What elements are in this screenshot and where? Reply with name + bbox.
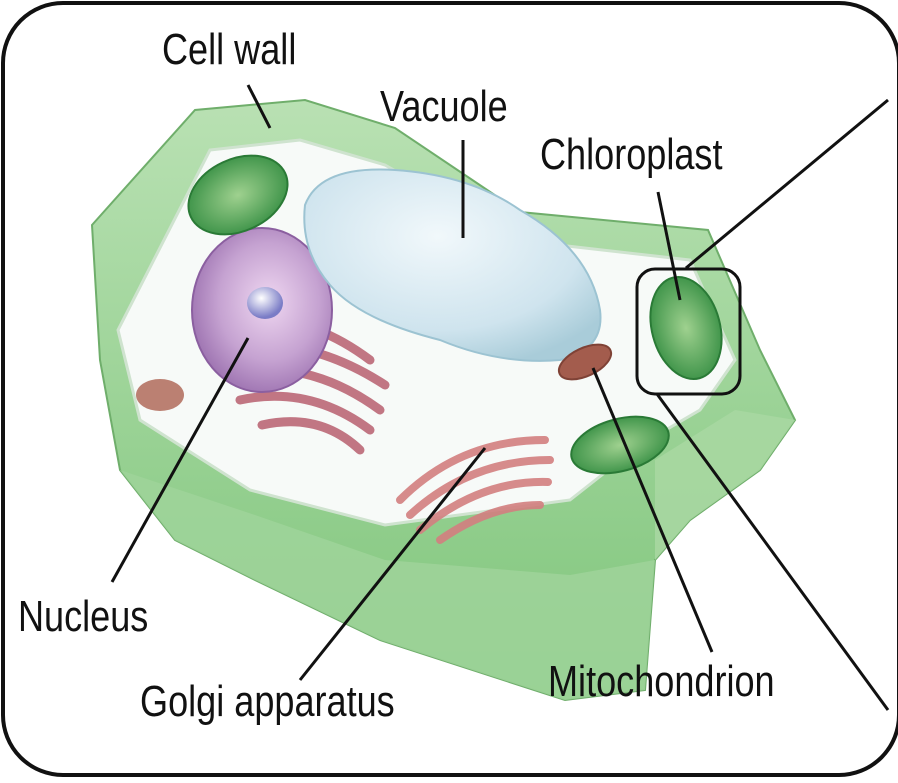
label-nucleus: Nucleus: [18, 595, 148, 639]
label-mitochondrion: Mitochondrion: [548, 660, 775, 704]
label-golgi-apparatus: Golgi apparatus: [140, 680, 395, 724]
label-vacuole: Vacuole: [380, 85, 508, 129]
nucleolus: [247, 287, 283, 319]
small-vesicle: [136, 379, 184, 411]
label-cell-wall: Cell wall: [162, 28, 296, 72]
label-chloroplast: Chloroplast: [540, 133, 723, 177]
